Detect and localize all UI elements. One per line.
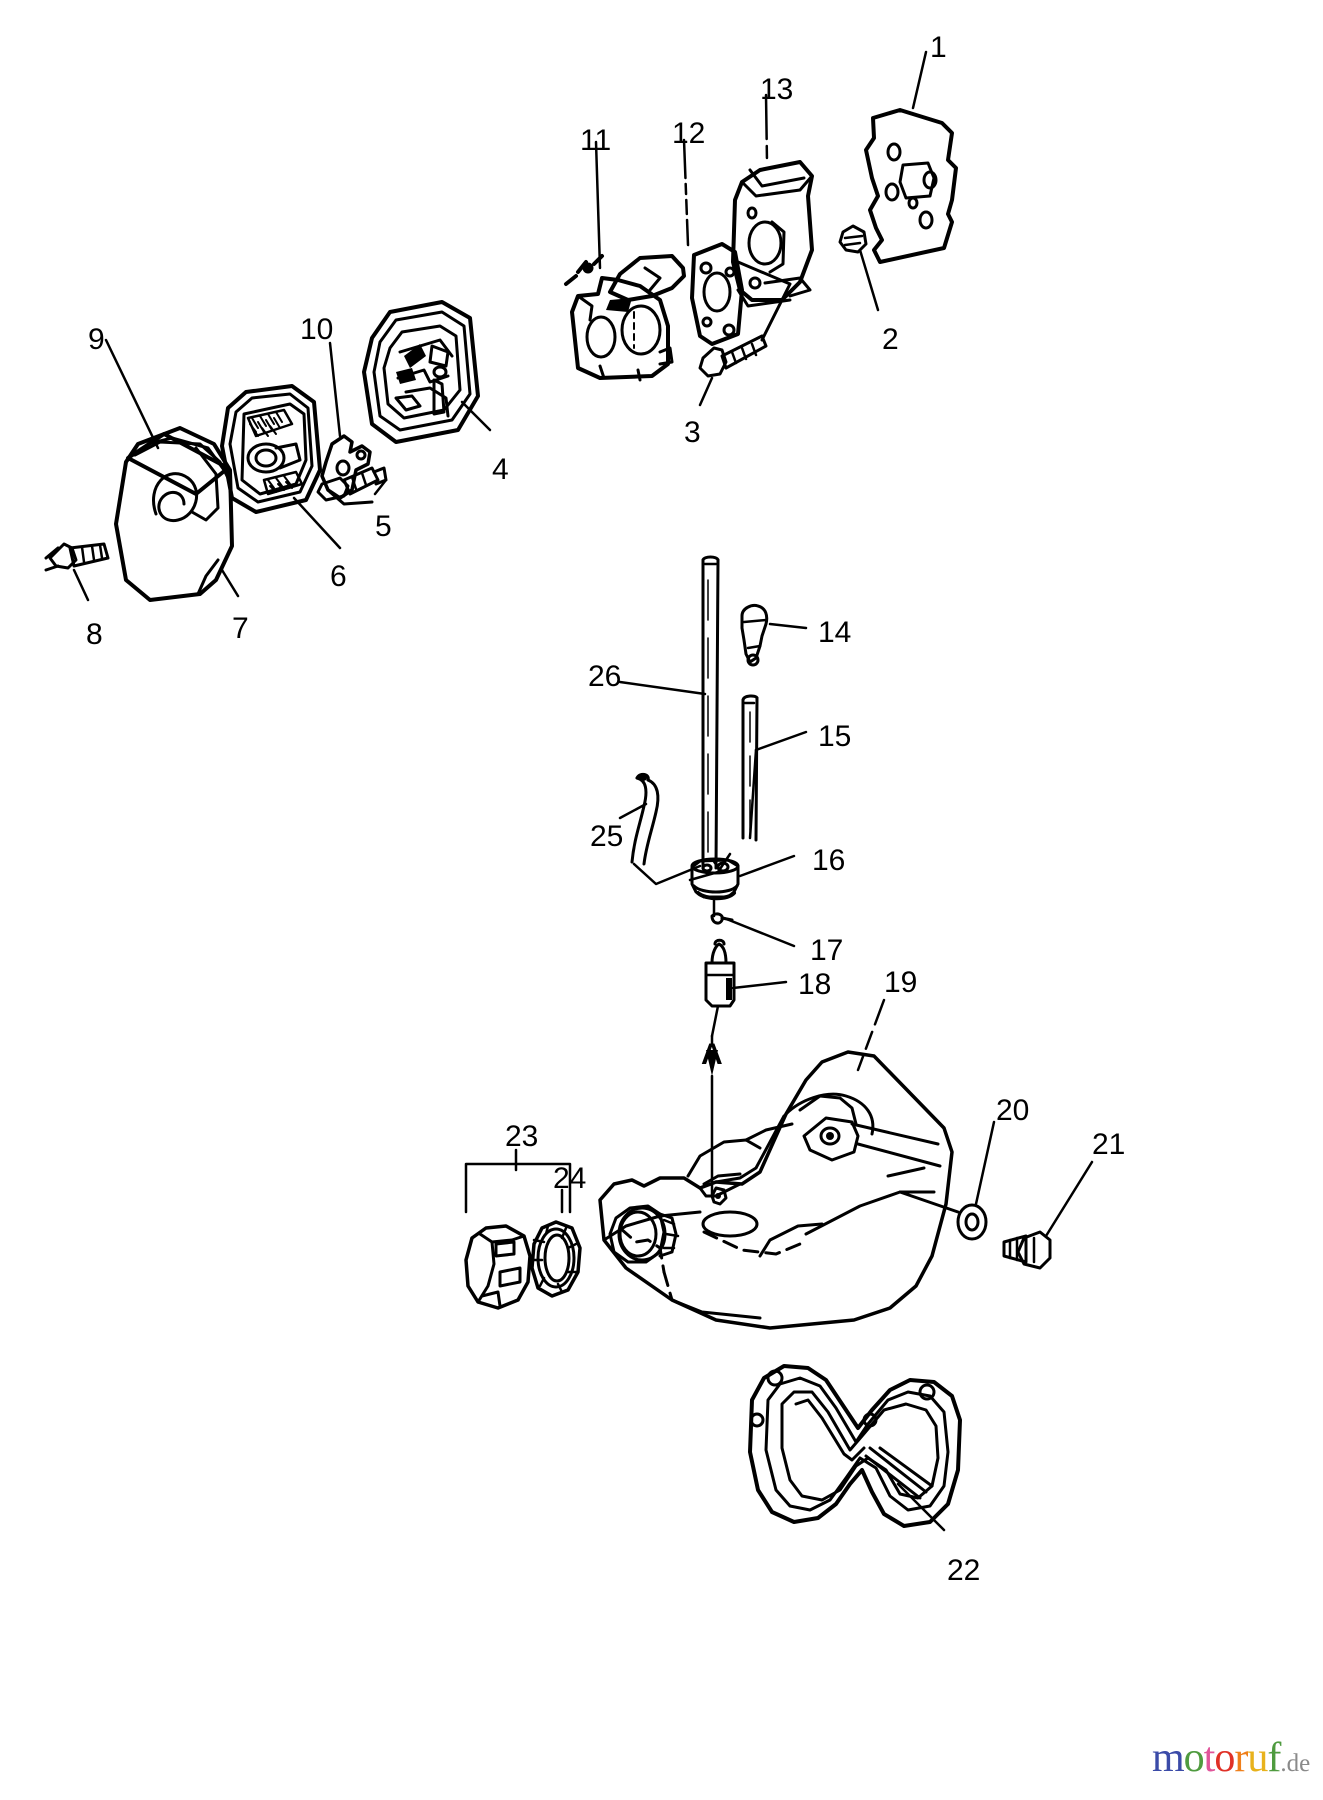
part-7-air-cleaner-cover [114,426,234,602]
callout-3: 3 [684,416,701,449]
part-11-carburetor [564,254,686,382]
part-15-fuel-return-line [741,694,759,842]
callout-23: 23 [505,1120,539,1153]
part-10-choke-lever [320,434,374,506]
callout-22: 22 [947,1554,981,1587]
watermark-letter-f: f [1267,1735,1281,1781]
callout-8: 8 [86,618,103,651]
callout-16: 16 [812,844,846,877]
part-16-tank-grommet [690,857,740,901]
callout-25: 25 [590,820,624,853]
motoruf-watermark: motoruf.de [1152,1737,1310,1779]
part-6-air-filter-element [220,384,322,514]
part-14-primer-bulb [740,604,769,667]
part-13-manifold-block [731,160,814,308]
part-5-screw [316,466,388,502]
callout-18: 18 [798,968,832,1001]
callout-12: 12 [672,117,706,150]
callout-17: 17 [810,934,844,967]
callout-21: 21 [1092,1128,1126,1161]
watermark-letter-m: m [1152,1735,1185,1781]
part-23-fuel-cap [464,1224,532,1310]
part-22-tank-guard [748,1364,962,1528]
callout-13: 13 [760,73,794,106]
callout-2: 2 [882,323,899,356]
watermark-letter-o1: o [1183,1735,1205,1781]
callout-15: 15 [818,720,852,753]
callout-24: 24 [553,1162,587,1195]
callout-7: 7 [232,612,249,645]
watermark-letter-r: r [1234,1735,1248,1781]
callout-19: 19 [884,966,918,999]
callout-20: 20 [996,1094,1030,1127]
part-8-knob-screw [44,542,110,572]
part-24-cap-retainer-ring [530,1220,582,1298]
callout-10: 10 [300,313,334,346]
callout-4: 4 [492,453,509,486]
callout-14: 14 [818,616,852,649]
part-12-insulator-gasket [690,242,744,346]
reference-marker-a: A [701,1038,723,1071]
part-21-screw [1002,1230,1052,1270]
callout-5: 5 [375,510,392,543]
part-20-washer [956,1203,988,1241]
part-18-fuel-filter [704,938,736,1008]
part-4-air-cleaner-base [362,300,480,444]
watermark-letter-t: t [1203,1735,1216,1781]
part-2-nut [838,224,868,254]
callout-6: 6 [330,560,347,593]
part-1-gasket-plate [864,108,958,264]
watermark-suffix: .de [1280,1750,1311,1777]
callout-11: 11 [580,124,612,157]
part-19-fuel-tank [598,1050,954,1330]
callout-9: 9 [88,323,105,356]
callout-26: 26 [588,660,622,693]
reference-arrow-A [706,1034,718,1198]
part-3-screw [698,260,792,378]
watermark-letter-o2: o [1214,1735,1235,1781]
watermark-letter-u: u [1247,1735,1268,1781]
part-9-label-decal [126,432,230,496]
part-26-fuel-line [701,555,720,870]
callout-1: 1 [930,31,947,64]
